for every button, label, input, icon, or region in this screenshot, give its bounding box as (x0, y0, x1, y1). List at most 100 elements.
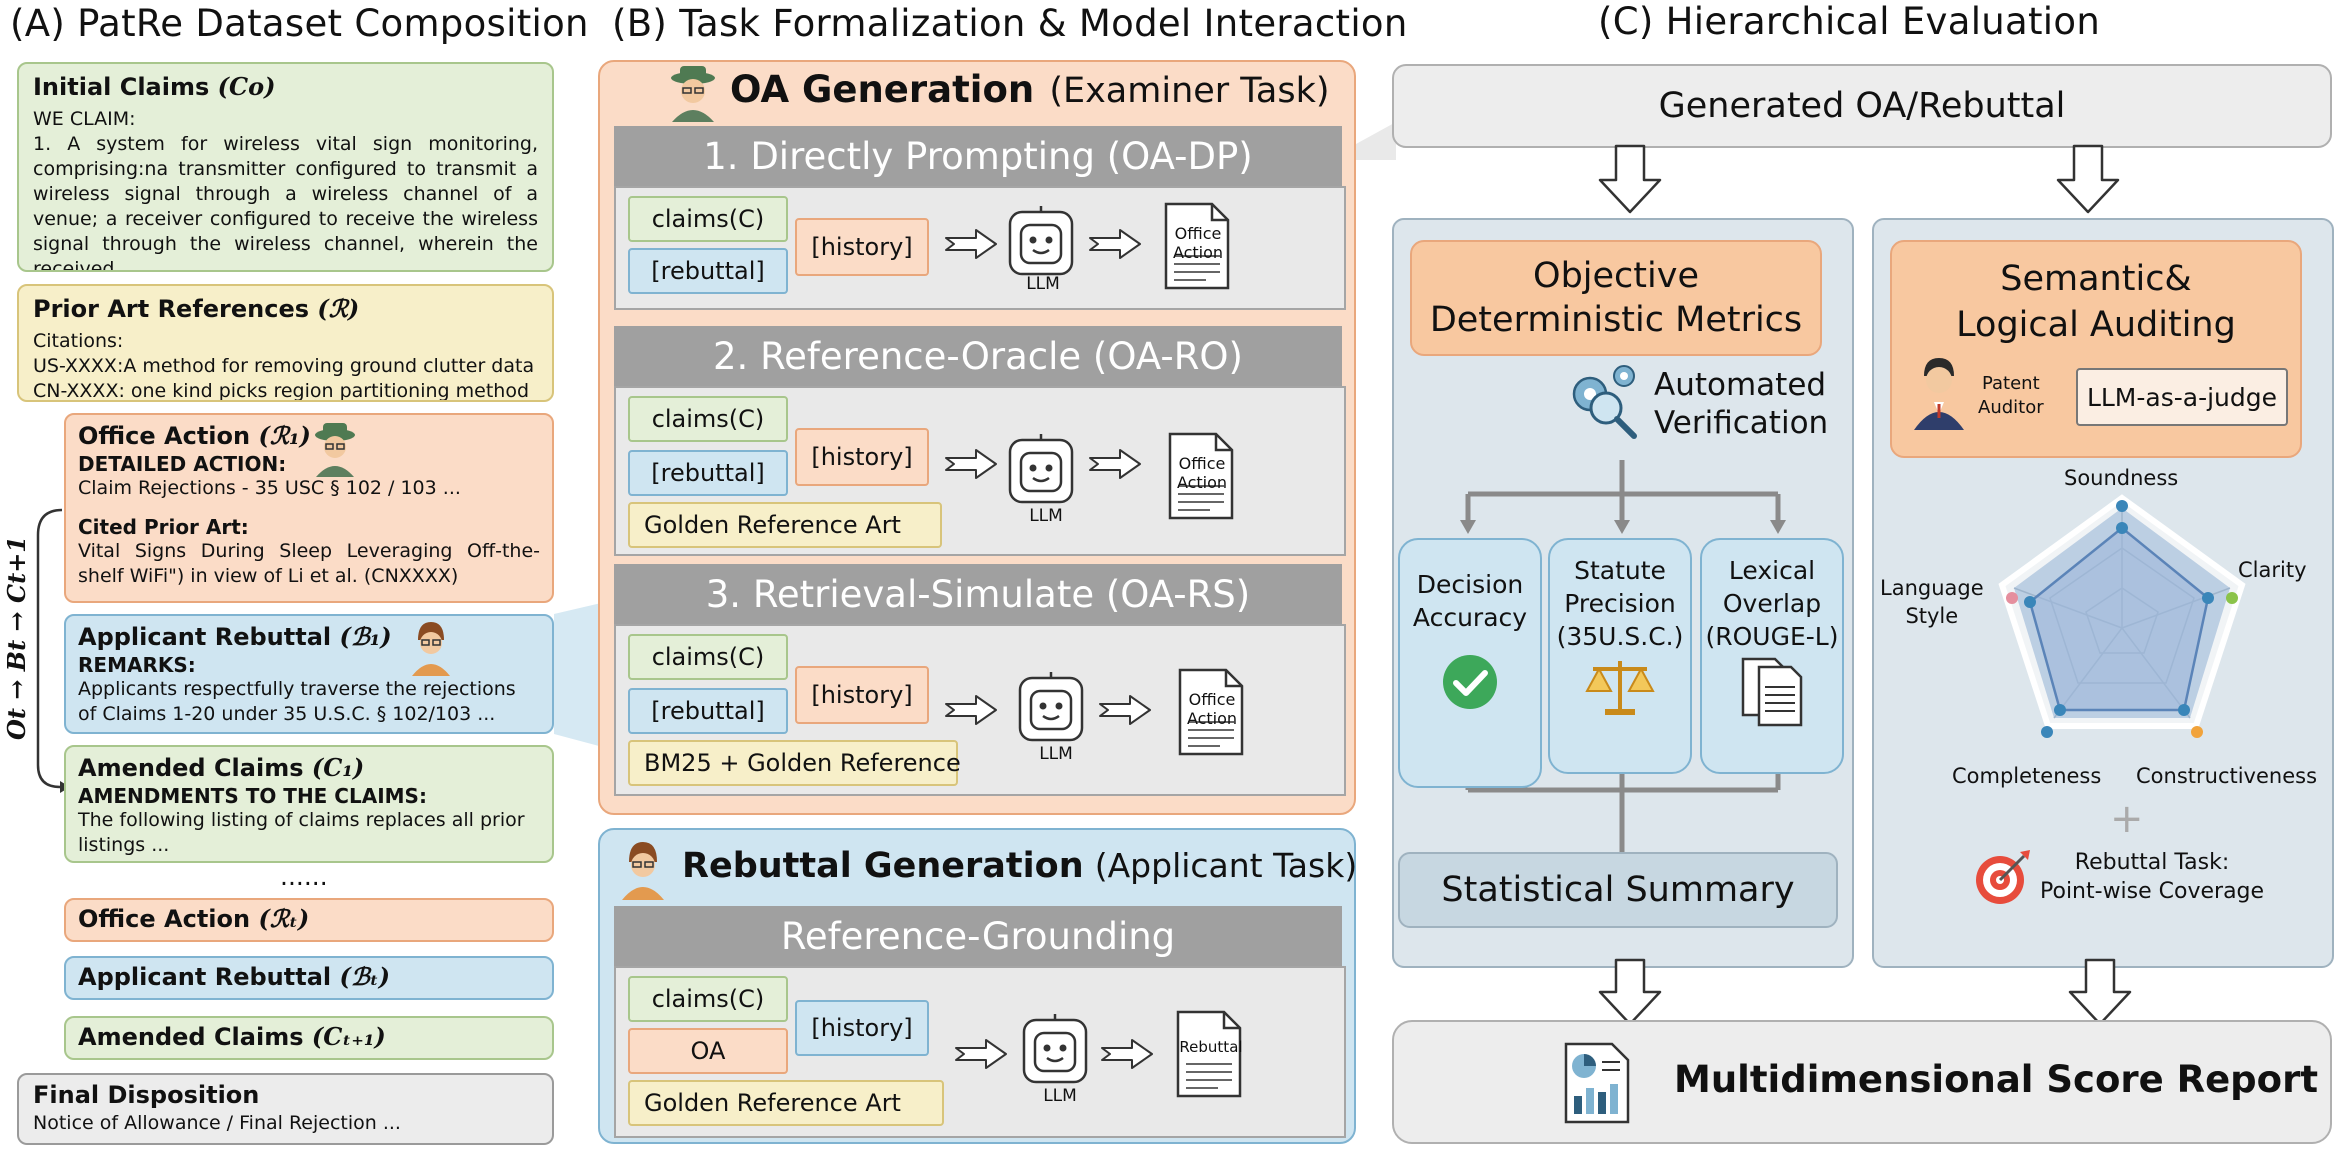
initial-claims-symbol: (Co) (217, 72, 276, 101)
radar-point-constructiveness (2178, 704, 2190, 716)
rebuttal-golden-chip: Golden Reference Art (628, 1080, 944, 1126)
office-action-1-card: Office Action (ℛ₁) DETAILED ACTION: Clai… (64, 413, 554, 603)
task1-llm-label: LLM (1026, 274, 1060, 294)
rebuttal-claims-chip: claims(C) (628, 976, 788, 1022)
rebuttal-task-line1: Rebuttal Task: (2074, 850, 2230, 875)
down-arrow-left (1598, 144, 1662, 214)
semantic-title: Semantic& Logical Auditing (1890, 256, 2302, 348)
dots: ...... (280, 862, 328, 891)
prior-art-title: Prior Art References (33, 295, 310, 323)
task2-header: 2. Reference-Oracle (OA-RO) (614, 326, 1342, 386)
report-title: Multidimensional Score Report (1674, 1058, 2319, 1101)
generated-box: Generated OA/Rebuttal (1392, 64, 2332, 148)
initial-claims-line1: WE CLAIM: (33, 108, 136, 130)
llm-flows (945, 202, 1244, 1098)
applicant-rebuttal-1-sub1: REMARKS: (78, 653, 196, 677)
automated-line1: Automated (1654, 367, 1827, 403)
oa-generation-heading: OA Generation (Examiner Task) (730, 68, 1330, 111)
amended-claims-1-symbol: (C₁) (311, 753, 365, 782)
objective-title-box: Objective Deterministic Metrics (1410, 240, 1822, 356)
amended-claims-t-title: Amended Claims (78, 1023, 304, 1051)
initial-claims-title: Initial Claims (33, 73, 210, 101)
task2-rebuttal-chip: [rebuttal] (628, 450, 788, 496)
report-box (1392, 1020, 2332, 1144)
radar-dot-constructiveness (2191, 726, 2203, 738)
rebuttal-robot-icon (1022, 1012, 1088, 1084)
task1-output-line2: Action (1172, 243, 1224, 262)
rebuttal-task-header: Reference-Grounding (614, 906, 1342, 966)
objective-title-line1: Objective (1533, 256, 1699, 296)
prior-art-line3: CN-XXXX: one kind picks region partition… (33, 380, 530, 402)
down-arrow-right (2056, 144, 2120, 214)
office-action-t-card: Office Action (ℛₜ) (64, 898, 554, 942)
final-disposition-card: Final Disposition Notice of Allowance / … (17, 1073, 554, 1145)
office-action-1-text2: Vital Signs During Sleep Leveraging Off-… (78, 540, 540, 587)
amended-claims-1-sub1: AMENDMENTS TO THE CLAIMS: (78, 784, 427, 808)
office-action-t-symbol: (ℛₜ) (258, 904, 310, 933)
office-action-1-text1: Claim Rejections - 35 USC § 102 / 103 ..… (78, 477, 461, 499)
radar-label-language: Language Style (1880, 574, 1984, 630)
amended-claims-t-symbol: (Cₜ₊₁) (311, 1022, 386, 1051)
section-b-title: (B) Task Formalization & Model Interacti… (612, 2, 1408, 45)
task1-claims-chip: claims(C) (628, 196, 788, 242)
radar-point-clarity (2202, 592, 2214, 604)
applicant-rebuttal-1-symbol: (ℬ₁) (339, 622, 392, 651)
radar-label-language-line1: Language (1880, 576, 1984, 600)
applicant-icon (622, 842, 664, 900)
task3-robot-icon (1018, 670, 1084, 742)
automated-verification-icon (1572, 365, 1637, 439)
applicant-rebuttal-t-title: Applicant Rebuttal (78, 963, 332, 991)
metric-lexical-line3: (ROUGE-L) (1705, 622, 1839, 651)
amended-claims-1-title: Amended Claims (78, 754, 304, 782)
section-a-title: (A) PatRe Dataset Composition (10, 2, 589, 45)
initial-claims-body: 1. A system for wireless vital sign moni… (33, 133, 538, 272)
metric-statute-line3: (35U.S.C.) (1556, 622, 1684, 651)
metric-decision-line1: Decision (1416, 570, 1524, 599)
office-action-1-sub2: Cited Prior Art: (78, 515, 249, 539)
task1-robot-icon (1008, 204, 1074, 276)
task2-claims-chip: claims(C) (628, 396, 788, 442)
task3-output-line1: Office (1188, 690, 1236, 709)
rebuttal-generation-title: Rebuttal Generation (682, 846, 1084, 886)
cycle-label: Ot → Bt → Ct+1 (2, 536, 31, 740)
task3-rebuttal-chip: [rebuttal] (628, 688, 788, 734)
scales-icon (1585, 661, 1655, 715)
report-icon (1564, 1042, 1630, 1124)
auditor-line2: Auditor (1978, 397, 2044, 418)
applicant-rebuttal-1-card: Applicant Rebuttal (ℬ₁) REMARKS: Applica… (64, 614, 554, 734)
down-arrow-bottom-right (2068, 958, 2132, 1026)
radar-dot-soundness (2116, 500, 2128, 512)
automated-label: Automated Verification (1654, 366, 1828, 442)
metric-statute-line1: Statute (1574, 556, 1666, 585)
metric-decision-line2: Accuracy (1412, 603, 1528, 632)
down-arrow-bottom-left (1598, 958, 1662, 1026)
radar-chart (1998, 494, 2246, 738)
judge-box: LLM-as-a-judge (2076, 368, 2288, 426)
radar-label-language-line2: Style (1905, 604, 1959, 628)
radar-point-soundness (2116, 522, 2128, 534)
prior-art-card: Prior Art References (ℛ) Citations: US-X… (17, 284, 554, 402)
task1-output-line1: Office (1174, 224, 1222, 243)
task2-llm-label: LLM (1029, 506, 1063, 526)
documents-icon (1741, 657, 1803, 727)
task3-header: 3. Retrieval-Simulate (OA-RS) (614, 564, 1342, 624)
task1-rebuttal-chip: [rebuttal] (628, 248, 788, 294)
radar-point-language (2024, 596, 2036, 608)
office-action-1-symbol: (ℛ₁) (258, 421, 311, 450)
task2-history-chip: [history] (795, 428, 929, 486)
rebuttal-oa-chip: OA (628, 1028, 788, 1074)
examiner-avatar-icon (315, 423, 355, 477)
radar-label-clarity: Clarity (2238, 558, 2307, 582)
auditor-line1: Patent (1981, 373, 2040, 394)
task2-golden-chip: Golden Reference Art (628, 502, 942, 548)
auditor-avatar-icon (1914, 358, 1964, 430)
task2-output-line1: Office (1178, 454, 1226, 473)
final-disposition-text: Notice of Allowance / Final Rejection ..… (33, 1112, 401, 1134)
rebuttal-output-label: Rebuttal (1179, 1038, 1243, 1056)
oa-generation-subtitle: (Examiner Task) (1049, 71, 1330, 111)
initial-claims-card: Initial Claims (Co) WE CLAIM: 1. A syste… (17, 62, 554, 272)
applicant-rebuttal-t-symbol: (ℬₜ) (339, 962, 390, 991)
amended-claims-1-card: Amended Claims (C₁) AMENDMENTS TO THE CL… (64, 745, 554, 863)
applicant-avatar-icon (412, 622, 450, 676)
